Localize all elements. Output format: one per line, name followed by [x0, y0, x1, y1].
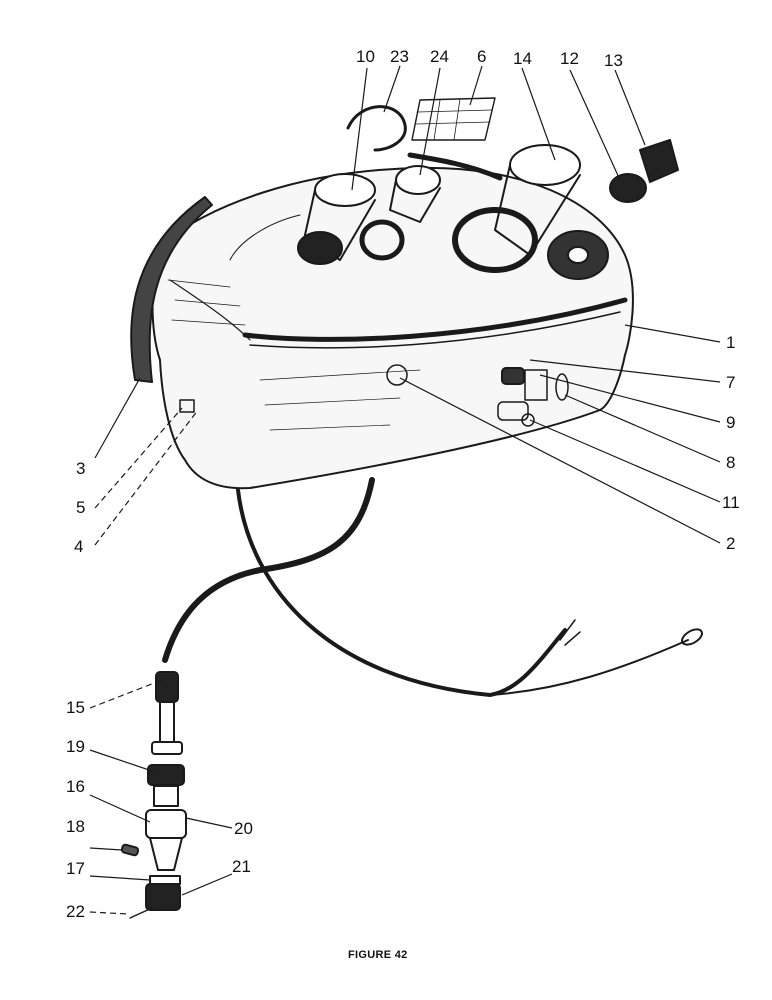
cable-end-terminal	[681, 628, 703, 646]
callout-19: 19	[66, 737, 85, 756]
callout-21: 21	[232, 857, 251, 876]
callout-1: 1	[726, 333, 735, 352]
callout-24: 24	[430, 47, 449, 66]
warning-light-12	[609, 173, 647, 203]
cable-drive-assembly	[120, 671, 187, 919]
gauge-24	[389, 165, 441, 223]
callout-23: 23	[390, 47, 409, 66]
callout-3: 3	[76, 459, 85, 478]
callout-10: 10	[356, 47, 375, 66]
callout-12: 12	[560, 49, 579, 68]
callout-18: 18	[66, 817, 85, 836]
callout-labels: 10 23 24 6 14 12 13 1 7 9 8 11 2 3 5 4 1…	[66, 47, 740, 921]
switch-assembly	[497, 367, 569, 427]
callout-9: 9	[726, 413, 735, 432]
grommet	[386, 364, 408, 386]
callout-16: 16	[66, 777, 85, 796]
cable-clip	[407, 152, 503, 181]
callout-17: 17	[66, 859, 85, 878]
ring-part	[359, 219, 405, 261]
warning-light-13	[639, 139, 679, 183]
leader-lines	[89, 65, 721, 915]
figure-caption: FIGURE 42	[348, 949, 408, 961]
callout-2: 2	[726, 534, 735, 553]
label-plate	[411, 97, 496, 141]
bezel-ring	[346, 105, 407, 152]
speedometer-cable	[162, 477, 375, 663]
rubber-strip	[130, 196, 213, 383]
callout-8: 8	[726, 453, 735, 472]
callout-7: 7	[726, 373, 735, 392]
wiring-harness	[236, 488, 567, 697]
callout-14: 14	[513, 49, 532, 68]
callout-22: 22	[66, 902, 85, 921]
side-screw	[179, 399, 195, 413]
callout-6: 6	[477, 47, 486, 66]
callout-13: 13	[604, 51, 623, 70]
callout-4: 4	[74, 537, 83, 556]
instrument-housing	[151, 166, 634, 490]
callout-5: 5	[76, 498, 85, 517]
gauge-10	[297, 173, 376, 265]
callout-11: 11	[722, 493, 740, 512]
callout-20: 20	[234, 819, 253, 838]
gauge-14	[452, 144, 609, 280]
callout-15: 15	[66, 698, 85, 717]
